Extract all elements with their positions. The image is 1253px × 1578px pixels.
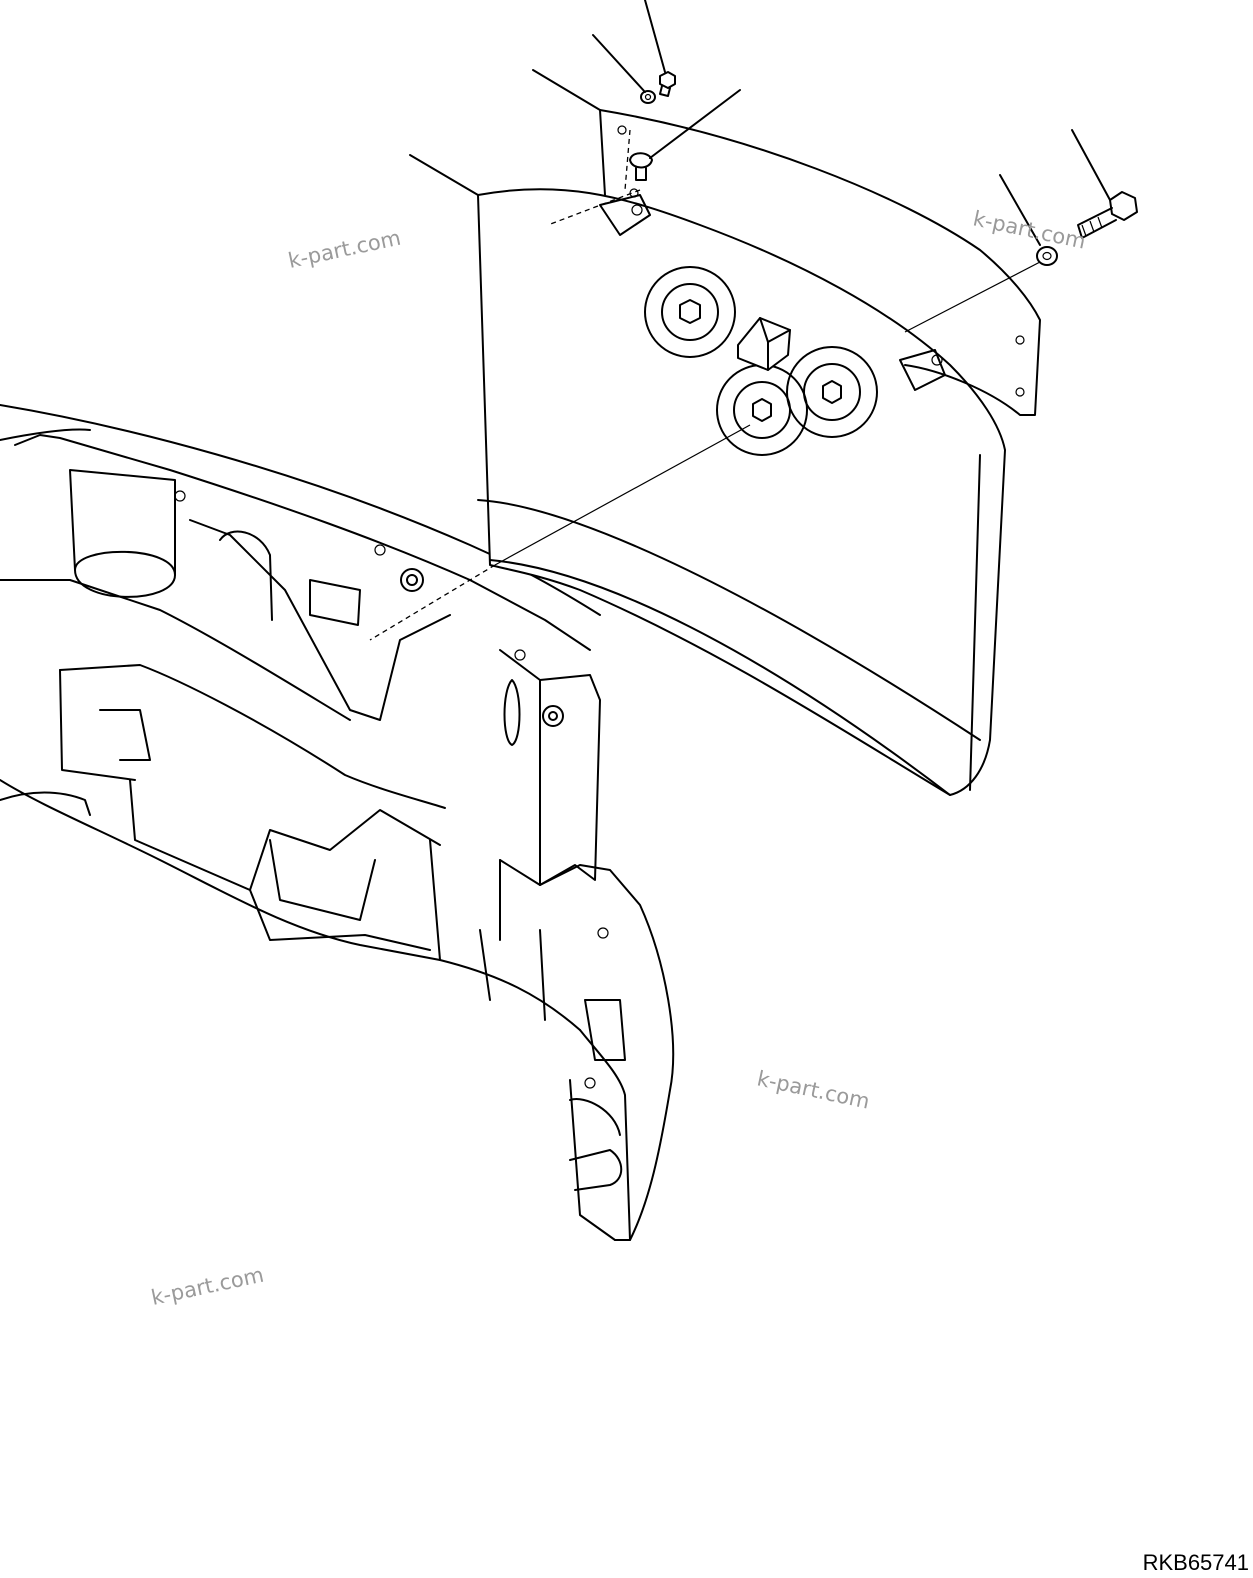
leader-lines: [409, 0, 1111, 566]
weight-plate: [477, 188, 1006, 796]
alignment-lines: [369, 129, 641, 641]
fasteners: [629, 71, 1138, 266]
watermark-2: k-part.com: [971, 206, 1088, 253]
watermark-1: k-part.com: [286, 226, 403, 273]
drawing-code: RKB65741: [1142, 1550, 1249, 1575]
watermark-4: k-part.com: [149, 1263, 266, 1310]
watermark-3: k-part.com: [755, 1066, 872, 1113]
cover-plate: [599, 109, 1041, 416]
frame-body: [0, 404, 675, 1241]
